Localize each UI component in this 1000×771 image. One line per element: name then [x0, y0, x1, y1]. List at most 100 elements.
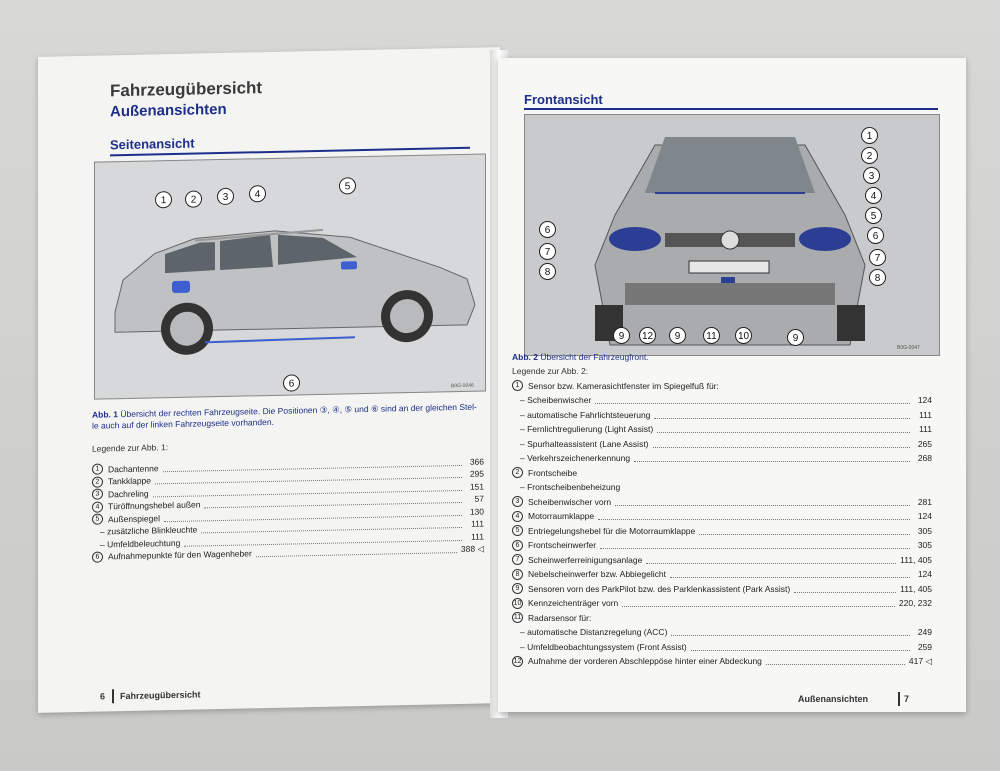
legend-row: – automatische Distanzregelung (ACC) 249: [512, 627, 932, 638]
leader-dots: [646, 556, 897, 564]
legend-page-ref: 111, 405: [900, 554, 932, 565]
caption-line-1: Übersicht der rechten Fahrzeugseite. Die…: [120, 401, 477, 420]
leader-dots: [794, 585, 897, 593]
legend-number-badge: 5: [92, 513, 103, 525]
legend-row: 11 Radarsensor für:: [512, 612, 932, 623]
legend-page-ref: 220, 232: [898, 598, 932, 608]
legend-title: Legende zur Abb. 1:: [92, 442, 169, 454]
front-view-car-illustration: [594, 137, 866, 346]
callout-7-right: 7: [869, 249, 886, 266]
legend-page-ref: 388 ◁: [460, 542, 484, 554]
legend-label: Scheinwerferreinigungsanlage: [528, 554, 643, 565]
callout-8-left: 8: [539, 263, 556, 280]
legend-row: 10 Kennzeichenträger vorn 220, 232: [512, 597, 932, 609]
figure-code: B0G-0046: [451, 382, 474, 390]
legend-page-ref: 259: [917, 641, 932, 652]
side-view-car-illustration: [114, 228, 476, 355]
legend-label: Frontscheibe: [528, 467, 578, 478]
legend-number-badge: 6: [512, 539, 523, 551]
leader-dots: [657, 425, 910, 433]
footer-divider: [112, 689, 114, 704]
leader-dots: [634, 454, 910, 462]
legend-number-badge: 4: [92, 500, 103, 513]
legend-row: – Fernlichtregulierung (Light Assist)111: [512, 424, 932, 435]
leader-dots: [595, 396, 910, 404]
legend-page-ref: 111: [919, 409, 932, 420]
legend-label: Aufnahme der vorderen Abschleppöse hinte…: [528, 656, 762, 666]
page-number: 6: [100, 691, 106, 702]
callout-5: 5: [865, 207, 882, 224]
figure-caption: Abb. 1 Übersicht der rechten Fahrzeugsei…: [92, 402, 482, 432]
legend-page-ref: 151: [469, 480, 484, 492]
legend-label: – Frontscheibenbeheizung: [520, 482, 621, 492]
legend-label: – Umfeldbeleuchtung: [100, 537, 181, 550]
leader-dots: [598, 512, 910, 520]
footer-title: Fahrzeugübersicht: [120, 689, 201, 702]
legend-page-ref: 268: [917, 453, 932, 463]
right-page: Frontansicht 1 2 3 4 5 6 7 8 6 7 8 9 12 …: [498, 58, 966, 712]
chapter-title: Fahrzeugübersicht: [110, 78, 263, 101]
legend-row: – Spurhalteassistent (Lane Assist) 265: [512, 438, 932, 449]
legend-label: Tankklappe: [108, 475, 152, 487]
footer-divider: [898, 692, 900, 706]
legend-label: Außenspiegel: [108, 512, 160, 524]
legend-page-ref: 295: [469, 468, 484, 479]
legend-page-ref: 417 ◁: [908, 655, 932, 666]
legend-page-ref: 124: [917, 511, 932, 521]
legend-label: Radarsensor für:: [528, 612, 592, 623]
legend-row: – Verkehrszeichenerkennung 268: [512, 453, 932, 464]
legend-number-badge: 10: [512, 597, 523, 609]
legend-number-badge: 12: [512, 655, 523, 667]
legend-label: Kennzeichenträger vorn: [528, 598, 619, 608]
leader-dots: [652, 440, 910, 448]
legend-row: – Umfeldbeobachtungssystem (Front Assist…: [512, 641, 932, 652]
caption-text: Übersicht der Fahrzeugfront.: [540, 352, 649, 362]
legend-row: 12 Aufnahme der vorderen Abschleppöse hin…: [512, 655, 932, 667]
legend-label: – automatische Distanzregelung (ACC): [520, 627, 668, 637]
legend-label: Motorraumklappe: [528, 511, 595, 521]
leader-dots: [765, 657, 905, 665]
legend-number-badge: 11: [512, 612, 523, 623]
callout-7-left: 7: [539, 243, 556, 260]
legend-number-badge: 3: [92, 488, 103, 500]
legend-label: Scheibenwischer vorn: [528, 496, 612, 507]
legend-page-ref: 111, 405: [900, 583, 932, 594]
legend-label: – zusätzliche Blinkleuchte: [100, 524, 198, 537]
leader-dots: [690, 643, 910, 651]
callout-9-a: 9: [613, 327, 630, 344]
legend-label: Dachantenne: [108, 462, 159, 474]
legend-row: 7 Scheinwerferreinigungsanlage 111, 405: [512, 554, 932, 565]
legend-number-badge: 5: [512, 525, 523, 536]
figure-caption: Abb. 2 Übersicht der Fahrzeugfront.: [512, 352, 649, 363]
legend-label: – Spurhalteassistent (Lane Assist): [520, 438, 649, 449]
leader-dots: [654, 411, 910, 419]
legend-label: Dachreling: [108, 488, 149, 499]
leader-dots: [699, 527, 910, 535]
legend-number-badge: 2: [512, 467, 523, 478]
legend-page-ref: 305: [917, 525, 932, 536]
legend-number-badge: 1: [92, 463, 103, 475]
leader-dots: [615, 498, 910, 506]
page-number: 7: [904, 694, 910, 704]
legend-number-badge: 4: [512, 510, 523, 522]
left-page: Fahrzeugübersicht Außenansichten Seitena…: [38, 47, 500, 713]
legend-page-ref: 265: [917, 438, 932, 449]
legend-label: – Umfeldbeobachtungssystem (Front Assist…: [520, 641, 687, 652]
legend-label: – Scheibenwischer: [520, 395, 592, 405]
callout-2: 2: [861, 147, 878, 164]
legend-page-ref: 130: [469, 505, 484, 517]
legend-number-badge: 7: [512, 554, 523, 565]
legend-page-ref: 249: [917, 627, 932, 637]
caption-label: Abb. 2: [512, 352, 538, 362]
leader-dots: [622, 599, 895, 607]
legend-page-ref: 111: [919, 424, 932, 434]
legend-label: Nebelscheinwerfer bzw. Abbiegelicht: [528, 569, 666, 579]
legend-label: – Verkehrszeichenerkennung: [520, 453, 631, 463]
